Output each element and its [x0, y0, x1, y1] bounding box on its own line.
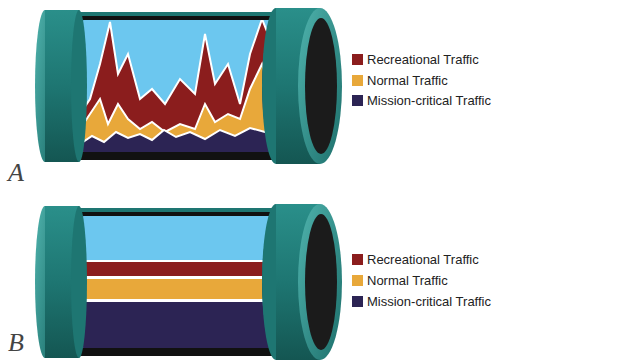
legend-entry: Normal Traffic: [352, 273, 448, 288]
legend-swatch: [352, 75, 363, 86]
legend-entry: Recreational Traffic: [352, 252, 479, 267]
legend-label: Recreational Traffic: [367, 252, 479, 267]
pipe-label: B: [8, 330, 24, 356]
legend-swatch: [352, 275, 363, 286]
legend-entry: Recreational Traffic: [352, 52, 479, 67]
legend-label: Mission-critical Traffic: [367, 294, 491, 309]
legend-entry: Normal Traffic: [352, 73, 448, 88]
legend-label: Normal Traffic: [367, 73, 448, 88]
legend-swatch: [352, 296, 363, 307]
legend-swatch: [352, 54, 363, 65]
legend-entry: Mission-critical Traffic: [352, 93, 491, 108]
legend-label: Recreational Traffic: [367, 52, 479, 67]
legend-entry: Mission-critical Traffic: [352, 294, 491, 309]
legend-label: Normal Traffic: [367, 273, 448, 288]
legend-label: Mission-critical Traffic: [367, 93, 491, 108]
pipe-b: [35, 204, 342, 360]
pipe-label: A: [8, 160, 24, 186]
legend-swatch: [352, 254, 363, 265]
legend-swatch: [352, 95, 363, 106]
pipe-a: [35, 8, 342, 164]
